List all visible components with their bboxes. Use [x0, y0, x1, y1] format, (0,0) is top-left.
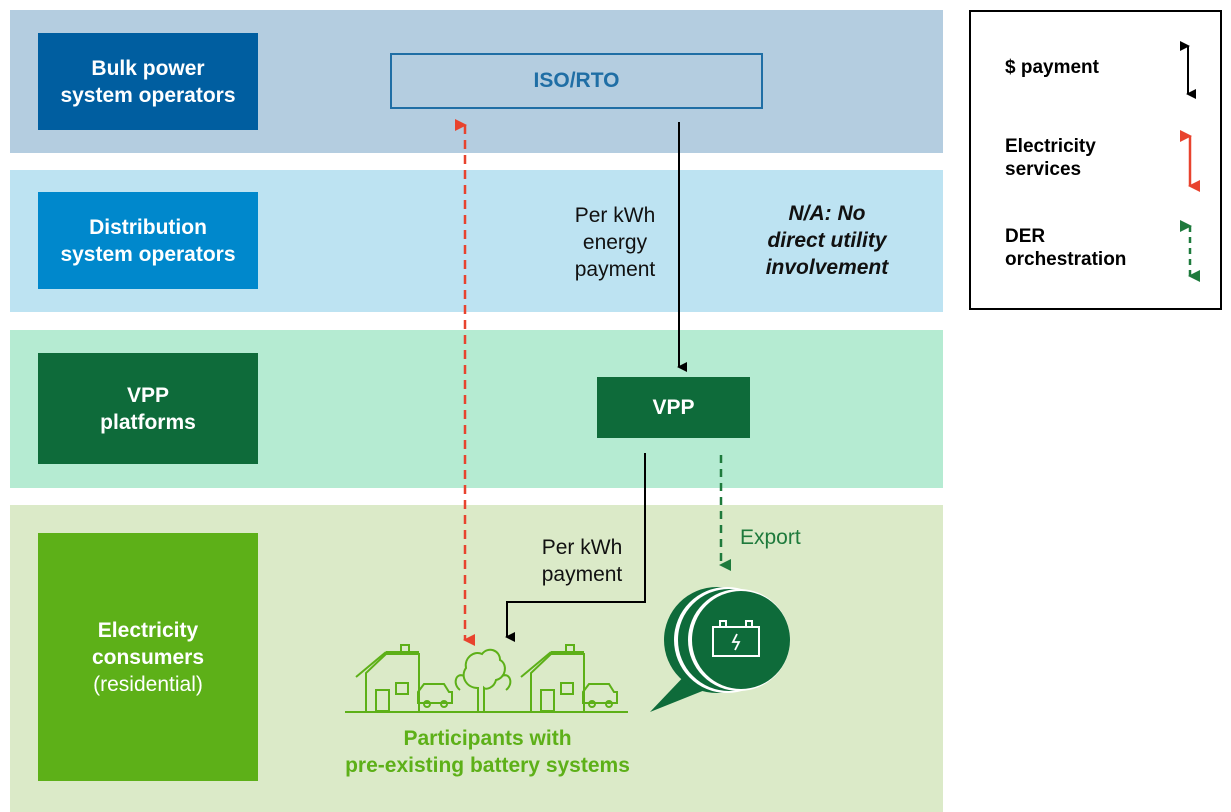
- no-utility-note: N/A: No direct utility involvement: [742, 200, 912, 281]
- kwh-payment-line1: Per kWh: [541, 536, 623, 559]
- energy-payment-label: Per kWh energy payment: [560, 202, 670, 283]
- tier-vpp-line2: platforms: [100, 410, 196, 434]
- tier-vpp-line1: VPP: [126, 383, 170, 407]
- houses-icon: [345, 644, 628, 713]
- tier-electricity-consumers: Electricity consumers (residential): [38, 533, 258, 781]
- vpp-node: VPP: [597, 377, 750, 438]
- tier-cons-line1: Electricity: [97, 618, 199, 642]
- tier-dist-line2: system operators: [60, 242, 236, 266]
- participants-line1: Participants with: [403, 727, 572, 750]
- legend-services-line2: services: [1005, 159, 1082, 180]
- tier-dist-line1: Distribution: [89, 215, 207, 239]
- legend-payment-label: $ payment: [1005, 57, 1099, 78]
- legend-services: Electricity services: [1005, 135, 1096, 181]
- legend-services-line1: Electricity: [1005, 136, 1096, 157]
- energy-payment-line2: energy: [582, 231, 648, 254]
- tier-bulk-line1: Bulk power: [91, 56, 205, 80]
- tier-vpp-platforms: VPP platforms: [38, 353, 258, 464]
- legend: $ payment Electricity services DER orche…: [969, 10, 1222, 310]
- participants-label: Participants with pre-existing battery s…: [300, 725, 675, 779]
- tier-bulk-power-operators: Bulk power system operators: [38, 33, 258, 130]
- legend-payment: $ payment: [1005, 56, 1099, 79]
- tier-bulk-line2: system operators: [60, 83, 236, 107]
- na-line1: N/A: No: [788, 202, 866, 225]
- legend-arrows: [1180, 41, 1200, 282]
- tier-cons-line3: (residential): [93, 672, 203, 696]
- kwh-payment-line2: payment: [541, 563, 623, 586]
- participants-line2: pre-existing battery systems: [345, 754, 630, 777]
- export-label: Export: [740, 526, 801, 549]
- legend-orchestration: DER orchestration: [1005, 225, 1126, 271]
- energy-payment-line1: Per kWh: [574, 204, 656, 227]
- iso-rto-node: ISO/RTO: [390, 53, 763, 109]
- legend-orchestration-line1: DER: [1005, 226, 1046, 247]
- tier-distribution-operators: Distribution system operators: [38, 192, 258, 289]
- legend-orchestration-line2: orchestration: [1005, 249, 1127, 270]
- na-line3: involvement: [765, 256, 889, 279]
- tier-cons-line2: consumers: [91, 645, 205, 669]
- na-line2: direct utility: [767, 229, 887, 252]
- energy-payment-line3: payment: [574, 258, 656, 281]
- kwh-payment-label: Per kWh payment: [522, 534, 642, 588]
- battery-systems-icon: [650, 587, 790, 712]
- vpp-to-participants-payment-arrow: [505, 453, 646, 642]
